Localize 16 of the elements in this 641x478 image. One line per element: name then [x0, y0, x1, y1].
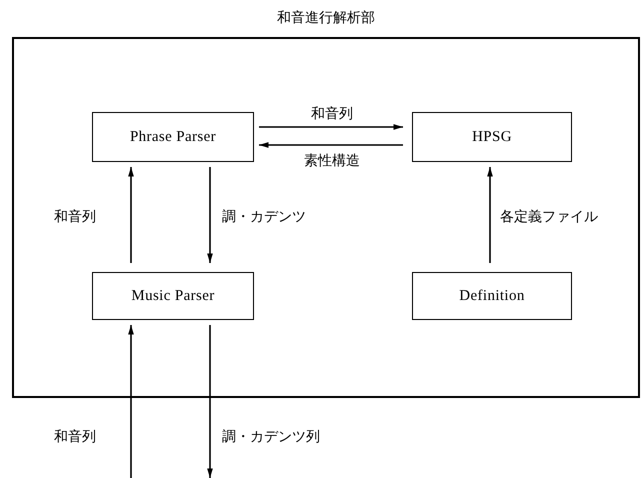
process-box — [92, 272, 254, 320]
box-label: Music Parser — [131, 286, 215, 306]
arrow — [487, 167, 493, 263]
box-label: Phrase Parser — [130, 128, 216, 147]
process-box — [92, 112, 254, 162]
arrow — [207, 325, 213, 478]
process-box — [412, 112, 572, 162]
arrow — [128, 325, 134, 478]
box-label: HPSG — [472, 128, 512, 147]
arrow — [128, 167, 134, 263]
box-label: Definition — [459, 286, 525, 306]
arrow — [259, 124, 403, 130]
arrow — [259, 142, 403, 148]
group-title: 和音進行解析部 — [276, 9, 376, 28]
arrow — [207, 167, 213, 263]
process-box — [412, 272, 572, 320]
